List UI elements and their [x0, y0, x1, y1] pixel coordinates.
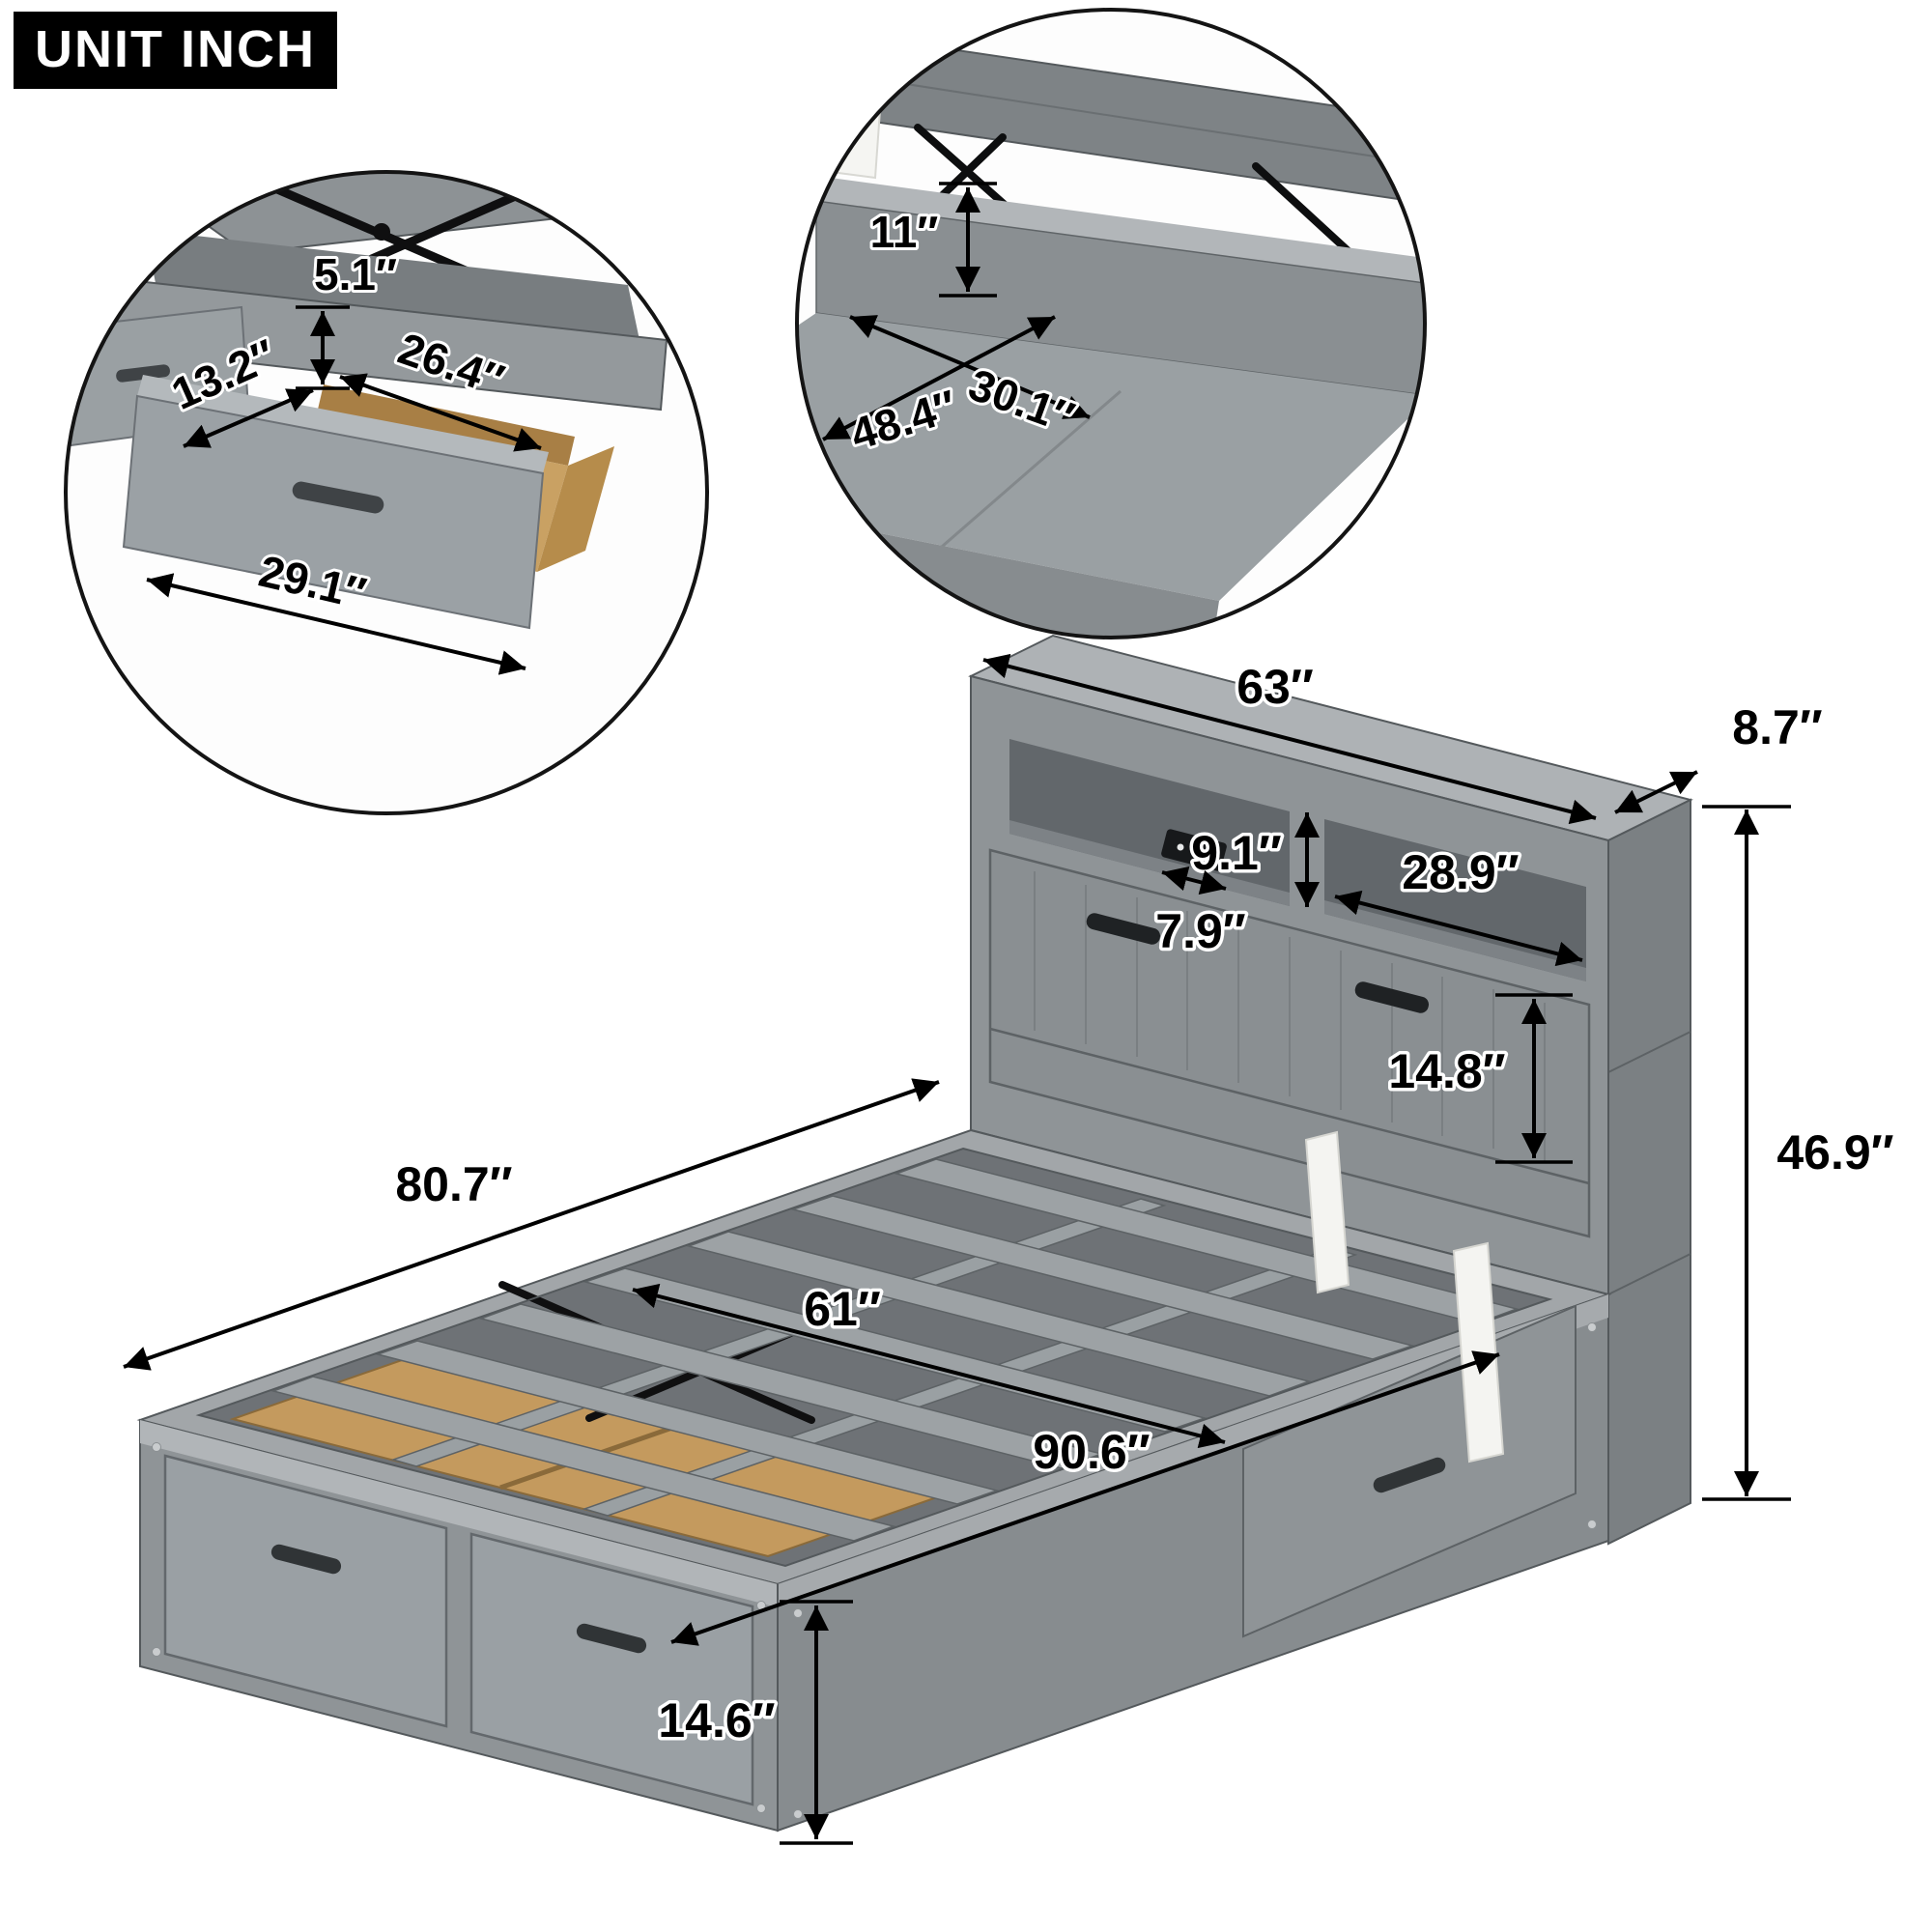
lift-strap-inner	[1304, 1130, 1350, 1294]
dim-inner-width: 61″	[804, 1282, 881, 1336]
arrow-headboard-top-depth	[1614, 770, 1698, 814]
arrow-overall-length	[670, 1350, 1500, 1646]
unit-badge-label: UNIT INCH	[35, 20, 316, 78]
panel-grooves	[1034, 871, 1546, 1162]
dim-headboard-top-depth: 8.7″	[1732, 700, 1823, 754]
arrow-frame-length	[123, 1078, 940, 1371]
arrow-headboard-width	[982, 653, 1597, 825]
dim-panel-height: 14.8″	[1388, 1044, 1505, 1098]
inset-drawer-border	[64, 170, 709, 815]
dim-shelf-small-width: 7.9″	[1155, 904, 1246, 958]
unit-badge: UNIT INCH	[14, 12, 337, 89]
drawer-wood-side	[537, 446, 614, 572]
ticks-storage-height	[939, 182, 997, 298]
ticks-panel-height	[1495, 993, 1573, 1164]
foot-drawer-left	[163, 1454, 448, 1728]
arrow-drawer-inner-width	[339, 373, 542, 452]
foot-drawer-right-handle	[576, 1623, 647, 1654]
storage-floor-seam	[912, 389, 1122, 574]
ticks-overall-height	[1702, 805, 1791, 1501]
inset-drawer-detail: 5.1″ 13.2″ 26.4″ 29.1″	[64, 170, 709, 815]
lift-arm-joint	[373, 223, 390, 241]
charging-station-icon	[1161, 829, 1227, 871]
inset-storage-border	[795, 8, 1427, 639]
panel-seam	[989, 1027, 1590, 1185]
arrow-shelf-small-width	[1161, 866, 1227, 895]
dim-shelf-opening-width: 28.9″	[1402, 845, 1519, 899]
inset-storage-detail: 11″ 48.4″ 30.1″	[795, 8, 1427, 639]
footboard-top-lip	[140, 1420, 778, 1607]
headboard-side-tower	[1607, 798, 1691, 1546]
dim-storage-height: 11″	[870, 207, 939, 257]
tower-seams	[1607, 1031, 1691, 1295]
dim-overall-length: 90.6″	[1033, 1425, 1150, 1479]
ticks-footboard-height	[780, 1600, 853, 1845]
bed-dimensions: 63″ 8.7″ 46.9″ 9.1″ 28.9″ 7.9″ 14.8″ 80.…	[123, 653, 1897, 1845]
platform-underside-seam	[849, 74, 1413, 163]
panel-handle-left	[1086, 913, 1161, 945]
dim-frame-length: 80.7″	[395, 1157, 512, 1211]
dim-footboard-height: 14.6″	[658, 1693, 775, 1747]
foot-drawer-left-handle	[270, 1544, 342, 1575]
panel-handle-right	[1354, 981, 1430, 1013]
lifted-lid	[89, 172, 698, 255]
arrow-drawer-depth	[183, 388, 314, 448]
dim-overall-height: 46.9″	[1776, 1125, 1893, 1179]
arrow-drawer-front-width	[146, 573, 526, 675]
arrow-shelf-opening-width	[1334, 890, 1583, 967]
arrow-storage-width	[849, 315, 1091, 419]
open-drawer-handle	[292, 481, 384, 514]
frame-gap	[145, 230, 639, 340]
storage-floor	[797, 313, 1425, 601]
dim-headboard-width: 63″	[1236, 660, 1314, 714]
dim-drawer-height: 5.1″	[314, 249, 397, 299]
dim-shelf-opening-height: 9.1″	[1191, 826, 1282, 880]
